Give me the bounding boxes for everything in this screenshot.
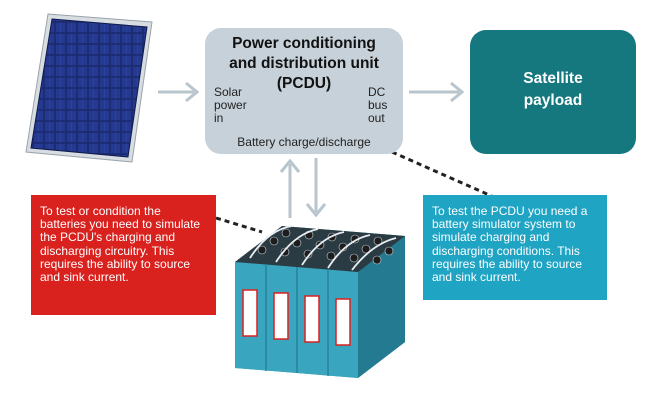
arrow-pcdu-to-battery: [305, 158, 327, 218]
pcdu-title: Power conditioning and distribution unit…: [205, 34, 403, 94]
solar-power-in-label: Solar power in: [214, 86, 247, 125]
label-line: out: [368, 111, 385, 125]
battery-test-note: To test or condition the batteries you n…: [31, 195, 216, 315]
connector-battery-note: [215, 216, 263, 234]
satellite-payload-box: [470, 30, 636, 154]
payload-label-line: Satellite: [523, 70, 583, 87]
battery-charge-discharge-label: Battery charge/discharge: [237, 135, 371, 149]
pcdu-box: [205, 28, 403, 154]
satellite-payload-label: Satellite payload: [470, 68, 636, 112]
label-line: power: [214, 98, 247, 112]
label-line: DC: [368, 85, 386, 99]
pcdu-title-line: Power conditioning: [232, 35, 376, 52]
pcdu-title-line: and distribution unit: [229, 55, 379, 72]
pcdu-test-note: To test the PCDU you need a battery simu…: [423, 195, 607, 300]
pcdu-title-line: (PCDU): [276, 75, 332, 92]
arrow-battery-to-pcdu: [279, 158, 301, 218]
dc-bus-out-label: DC bus out: [368, 86, 387, 125]
solar-panel-icon: [25, 13, 153, 163]
battery-pack-icon: [235, 225, 405, 378]
connector-pcdu-note: [391, 150, 497, 200]
arrow-solar-to-pcdu: [158, 81, 200, 103]
label-line: Solar: [214, 85, 243, 99]
arrow-pcdu-to-payload: [409, 81, 465, 103]
label-line: bus: [368, 98, 388, 112]
label-line: in: [214, 111, 224, 125]
payload-label-line: payload: [523, 92, 583, 109]
